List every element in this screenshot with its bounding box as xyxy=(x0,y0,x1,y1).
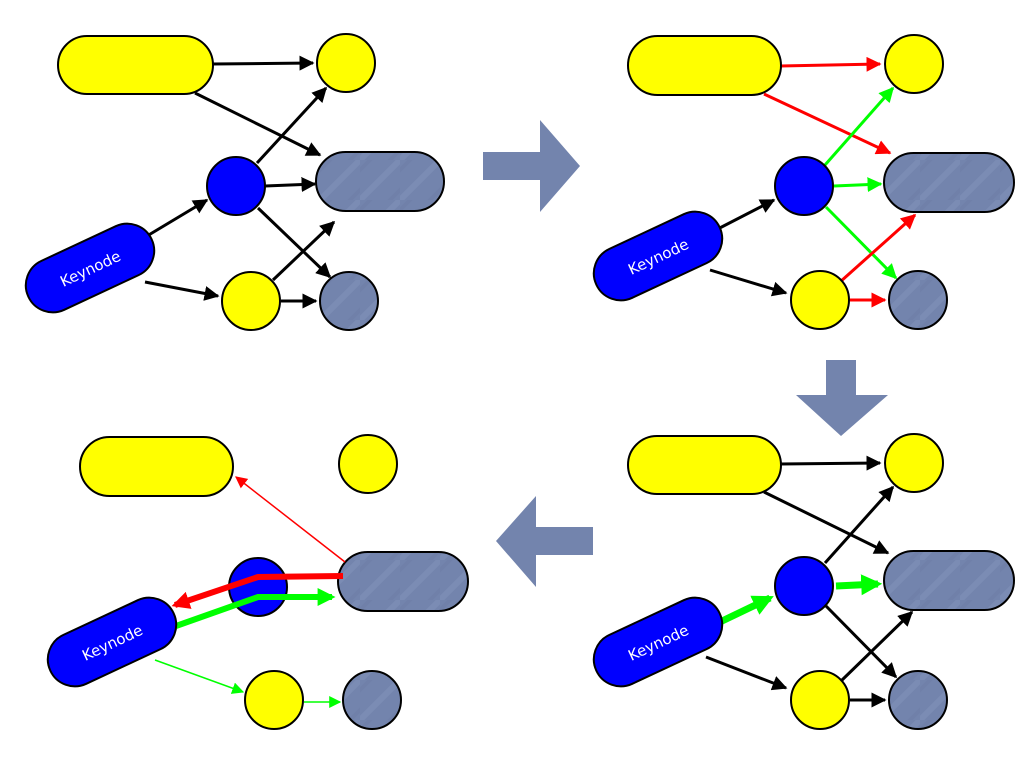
yellow-circle-node xyxy=(221,271,281,331)
edge xyxy=(194,91,322,157)
edge xyxy=(824,205,898,280)
edge xyxy=(718,594,774,626)
yellow-pill-node xyxy=(627,435,782,495)
step-arrow-right-icon xyxy=(483,120,580,212)
edge xyxy=(838,610,914,684)
edge xyxy=(174,588,336,629)
yellow-circle-node xyxy=(316,33,376,93)
keynode-shape xyxy=(46,596,178,688)
yellow-circle-node xyxy=(790,670,850,730)
edge xyxy=(271,220,336,282)
slate-circle-node xyxy=(888,670,948,730)
keynode: Keynode xyxy=(592,596,724,688)
yellow-pill-node xyxy=(627,35,782,96)
edge xyxy=(824,604,898,679)
slate-circle-node xyxy=(319,271,379,331)
blue-circle-node xyxy=(774,156,834,216)
edge xyxy=(833,177,883,193)
edge xyxy=(256,206,332,279)
yellow-circle-node xyxy=(244,670,304,730)
edge xyxy=(171,573,344,609)
keynode-shape xyxy=(24,222,156,314)
edge xyxy=(705,655,788,691)
edge xyxy=(264,177,317,193)
edge xyxy=(146,198,209,238)
edge xyxy=(709,268,788,297)
edge xyxy=(144,280,220,301)
edge xyxy=(823,485,895,565)
edge xyxy=(154,659,245,694)
edge xyxy=(779,455,882,471)
step-arrow-left-icon xyxy=(496,496,593,587)
panel-4: Keynode xyxy=(46,434,469,730)
keynode: Keynode xyxy=(46,596,178,688)
edge xyxy=(823,86,895,166)
keynode-shape xyxy=(592,596,724,688)
edge xyxy=(839,213,917,284)
keynode: Keynode xyxy=(592,210,724,302)
keynode: Keynode xyxy=(24,222,156,314)
slate-circle-node xyxy=(888,270,948,330)
edge xyxy=(779,56,882,72)
yellow-circle-node xyxy=(884,34,944,94)
edge xyxy=(835,574,883,596)
slate-pill-node xyxy=(883,550,1015,611)
yellow-pill-node xyxy=(57,35,214,95)
blue-circle-node xyxy=(206,156,266,216)
slate-circle-node xyxy=(342,670,402,730)
yellow-circle-node xyxy=(884,433,944,493)
slate-pill-node xyxy=(883,152,1015,213)
panel-2: Keynode xyxy=(592,34,1015,330)
keynode-shape xyxy=(592,210,724,302)
step-arrow-down-icon xyxy=(796,360,888,436)
yellow-pill-node xyxy=(79,436,234,497)
blue-circle-node xyxy=(774,556,834,616)
edge xyxy=(763,92,892,155)
edge xyxy=(235,476,346,563)
slate-pill-node xyxy=(315,151,445,212)
slate-pill-node xyxy=(337,551,469,612)
yellow-circle-node xyxy=(338,434,398,494)
panel-3: Keynode xyxy=(592,433,1015,730)
edge xyxy=(763,490,890,555)
edge xyxy=(255,86,328,165)
panel-1: Keynode xyxy=(24,33,445,331)
yellow-circle-node xyxy=(790,270,850,330)
edge xyxy=(211,55,315,71)
